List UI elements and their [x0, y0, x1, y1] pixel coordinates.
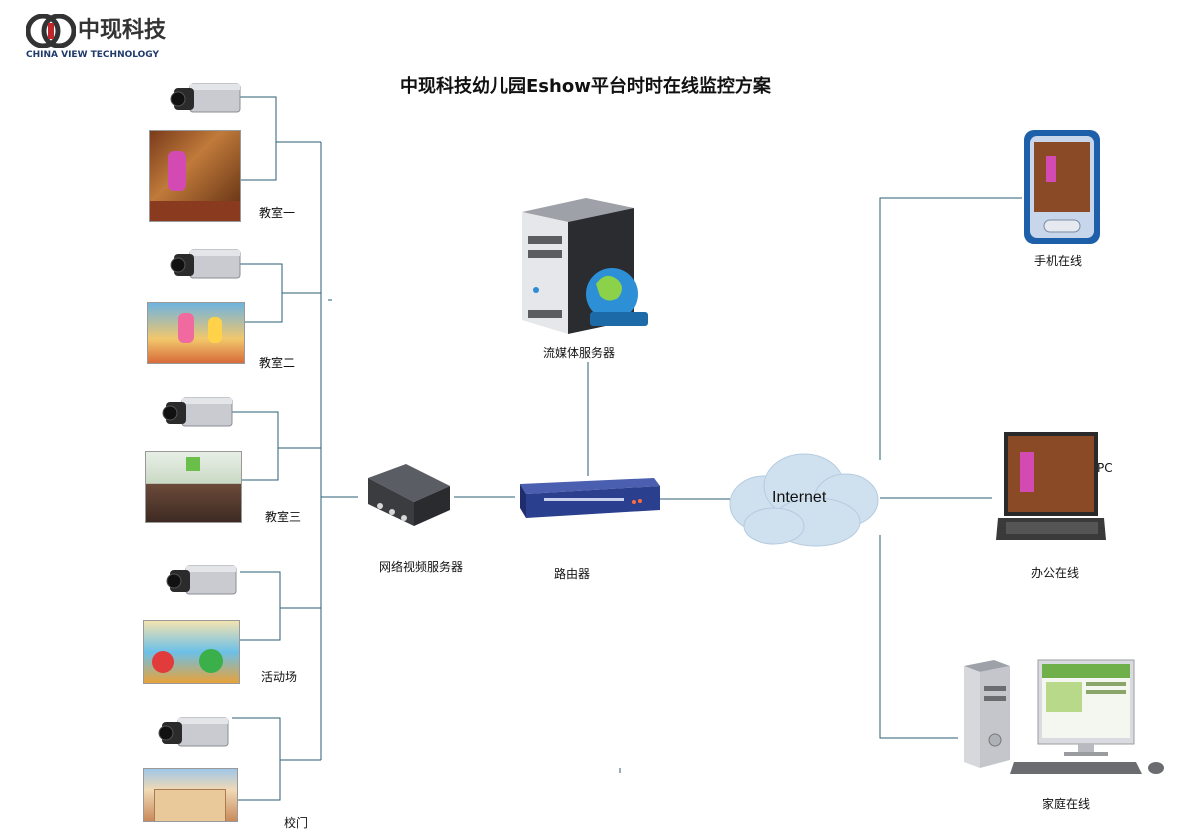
camera-4 [164, 560, 240, 600]
home-desktop [960, 656, 1170, 780]
internet-cloud: Internet [724, 440, 884, 552]
mobile-device [1022, 128, 1102, 246]
camera-icon [158, 717, 229, 747]
company-logo: 中现科技 CHINA VIEW TECHNOLOGY [26, 12, 186, 62]
network-video-server [358, 460, 456, 532]
internet-label: Internet [772, 489, 827, 506]
router-icon [520, 478, 660, 518]
home-label: 家庭在线 [1042, 797, 1091, 811]
camera-4-label: 活动场 [261, 670, 298, 684]
camera-3 [160, 392, 236, 432]
server-icon [522, 198, 648, 334]
logo-brand-cn: 中现科技 [78, 18, 167, 43]
office-laptop [996, 430, 1108, 542]
laptop-icon [996, 432, 1106, 540]
router-label: 路由器 [554, 567, 591, 581]
camera-2 [168, 244, 244, 284]
streaming-server [516, 192, 656, 340]
camera-1-label: 教室一 [259, 206, 296, 220]
video-encoder-icon [368, 464, 450, 526]
camera-3-label: 教室三 [265, 510, 302, 524]
camera-1 [168, 78, 244, 118]
mobile-label: 手机在线 [1034, 254, 1083, 268]
router [514, 474, 662, 524]
logo-mark-icon [26, 14, 76, 48]
streaming-server-label: 流媒体服务器 [543, 346, 616, 360]
camera-icon [166, 565, 237, 595]
camera-5 [156, 712, 232, 752]
office-pc-label: PC [1097, 461, 1113, 475]
office-label: 办公在线 [1031, 566, 1080, 580]
classroom-1-photo [149, 130, 241, 222]
camera-icon [170, 83, 241, 113]
camera-2-label: 教室二 [259, 356, 296, 370]
camera-icon [170, 249, 241, 279]
camera-5-label: 校门 [284, 816, 309, 830]
cloud-icon [729, 453, 879, 547]
classroom-2-photo [147, 302, 245, 364]
camera-icon [162, 397, 233, 427]
pda-icon [1024, 130, 1100, 244]
classroom-3-photo [145, 451, 242, 523]
playground-photo [143, 620, 240, 684]
logo-brand-en: CHINA VIEW TECHNOLOGY [26, 50, 160, 60]
page-title: 中现科技幼儿园Eshow平台时时在线监控方案 [400, 76, 771, 97]
desktop-computer-icon [964, 659, 1164, 774]
network-video-server-label: 网络视频服务器 [379, 560, 464, 574]
school-gate-photo [143, 768, 238, 822]
